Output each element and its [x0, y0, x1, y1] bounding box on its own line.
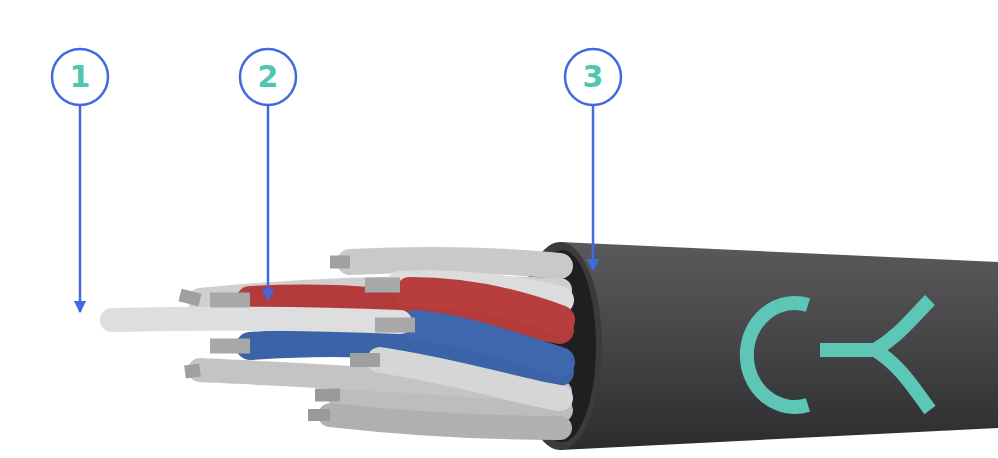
callout-number: 1 — [52, 49, 108, 105]
callout-number: 3 — [565, 49, 621, 105]
wire-bundle — [112, 260, 560, 428]
callout-number: 2 — [240, 49, 296, 105]
callout-circle — [52, 49, 621, 105]
cable-jacket — [560, 242, 998, 450]
conductor — [38, 262, 415, 415]
logo-mark — [747, 300, 930, 410]
leader-arrow — [80, 106, 593, 312]
